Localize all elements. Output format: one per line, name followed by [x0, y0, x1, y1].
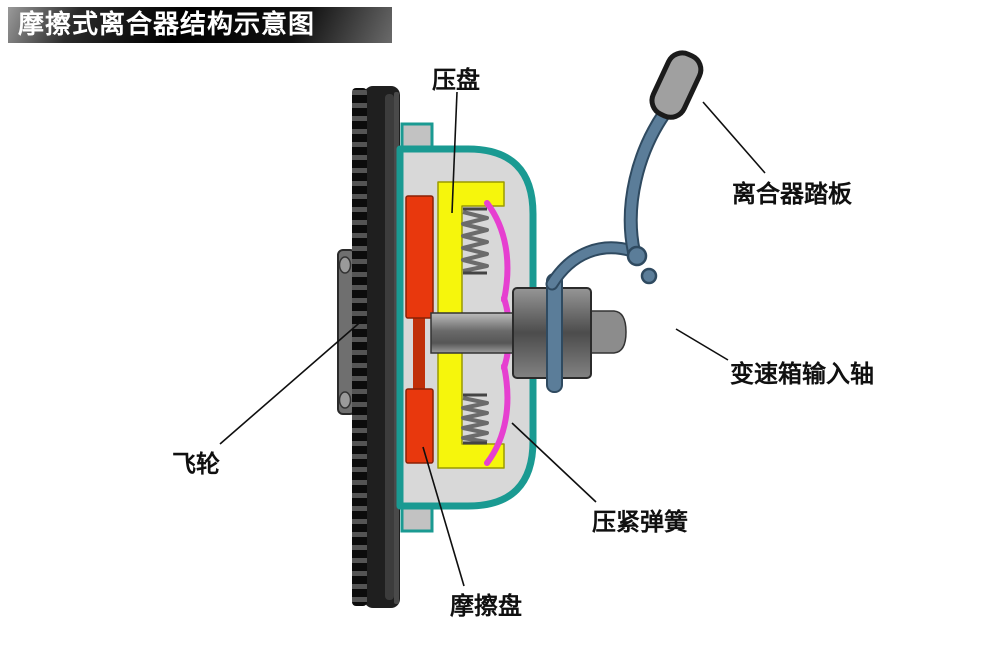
friction-disc-graphic	[405, 195, 434, 464]
pressure-plate-graphic	[437, 181, 505, 469]
label-friction-disc: 摩擦盘	[450, 592, 522, 620]
clutch-pedal-graphic	[649, 50, 704, 120]
label-flywheel: 飞轮	[172, 450, 220, 478]
label-input-shaft: 变速箱输入轴	[730, 360, 874, 388]
label-clutch-pedal: 离合器踏板	[732, 180, 852, 208]
flywheel-graphic	[337, 86, 400, 608]
leader-lines	[219, 91, 766, 587]
label-compression-spring: 压紧弹簧	[592, 508, 688, 536]
coil-spring-bottom-graphic	[461, 393, 489, 445]
label-pressure-plate: 压盘	[432, 66, 480, 94]
input-shaft-graphic	[430, 310, 627, 354]
coil-spring-top-graphic	[461, 207, 489, 275]
release-bearing-graphic	[512, 273, 592, 393]
clutch-fork-graphic	[545, 107, 671, 291]
diagram-title: 摩擦式离合器结构示意图	[8, 7, 392, 43]
